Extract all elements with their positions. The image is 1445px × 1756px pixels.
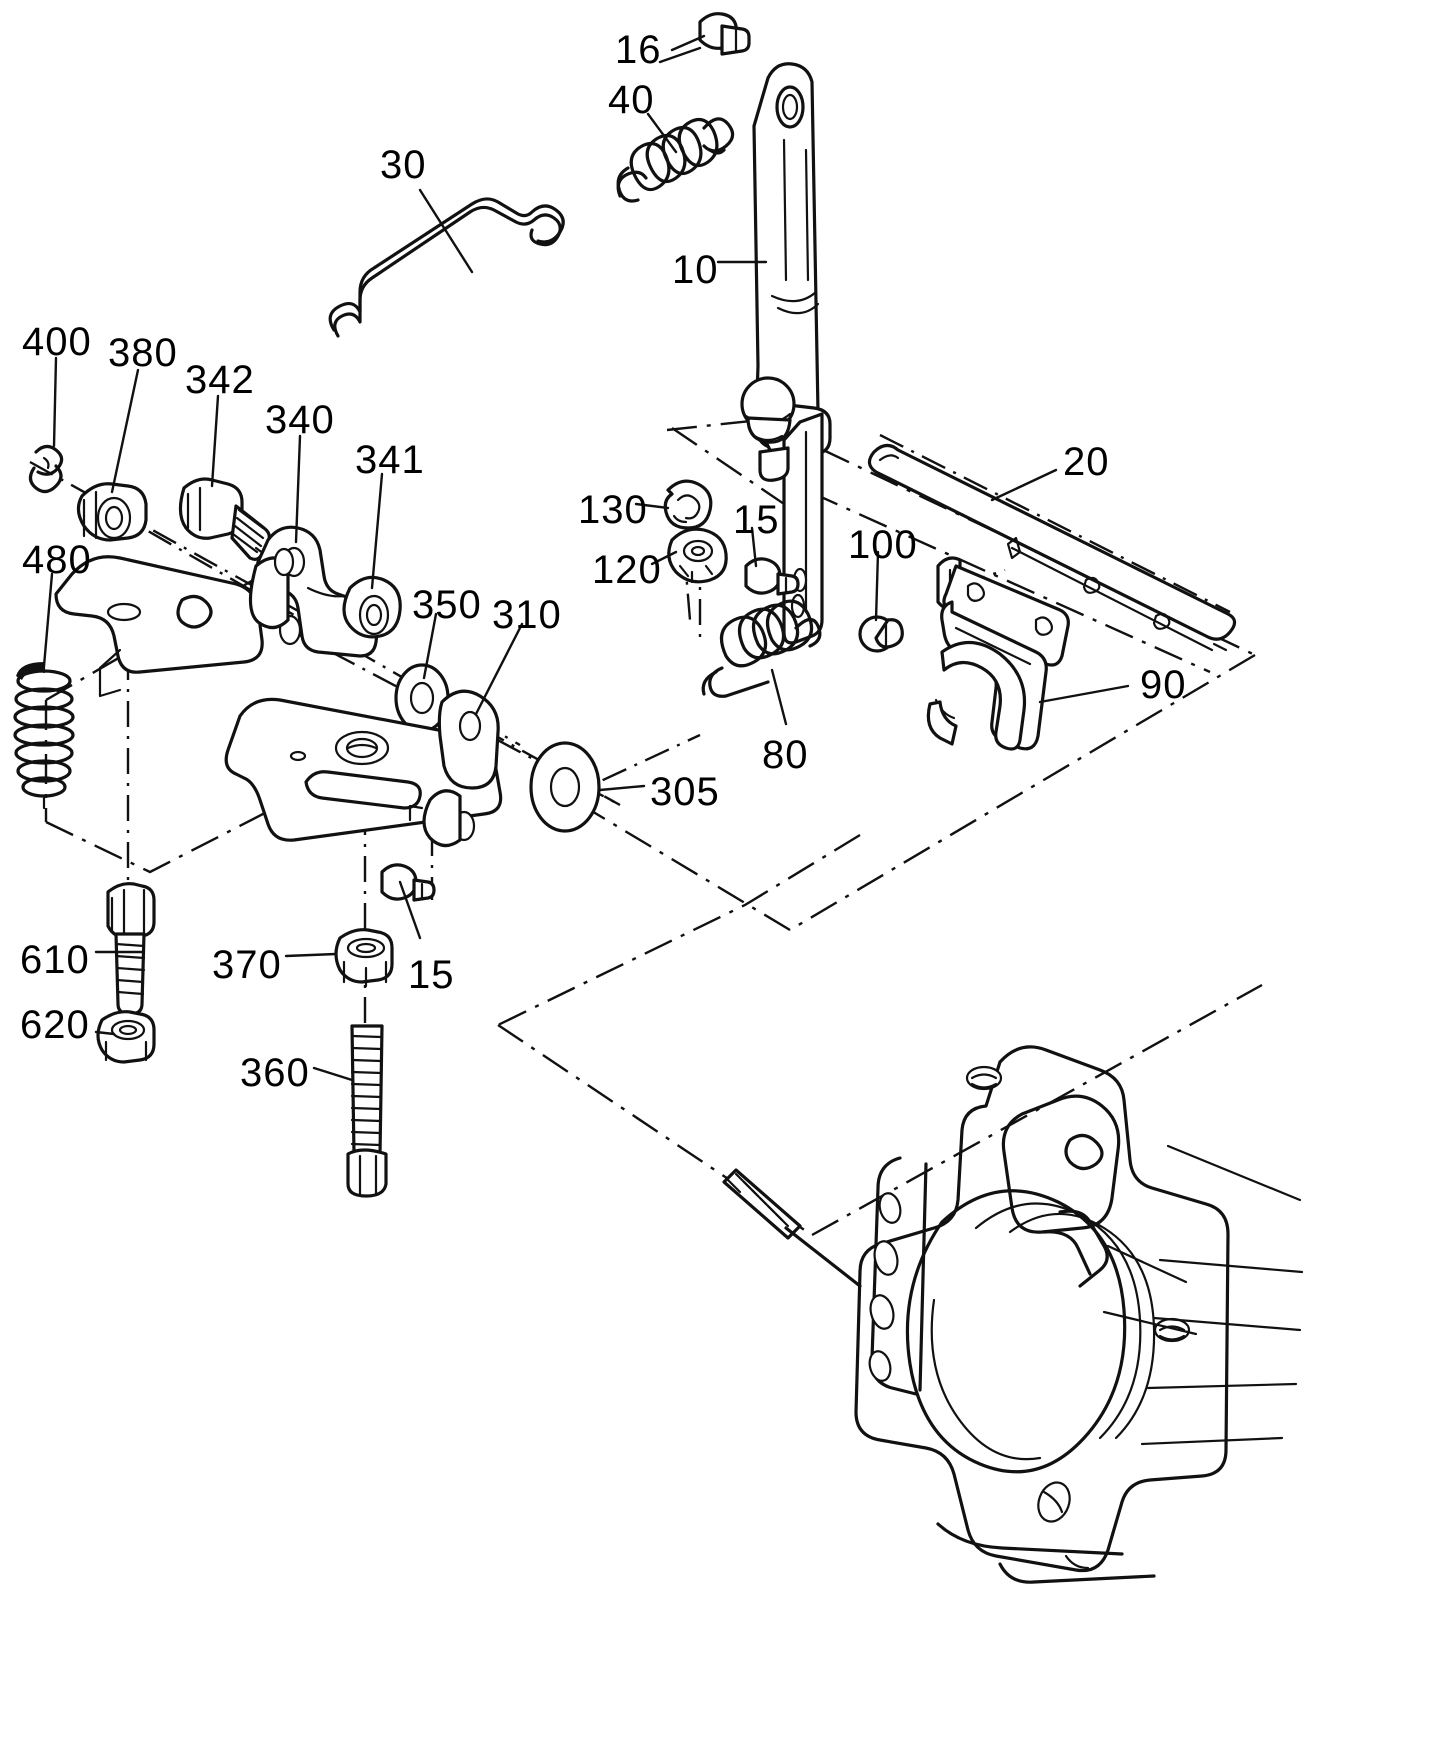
callout-15-upper: 15 bbox=[733, 498, 780, 542]
callout-40: 40 bbox=[608, 78, 655, 122]
callout-350: 350 bbox=[412, 583, 482, 627]
part-360-long-bolt bbox=[346, 1024, 388, 1198]
callout-100: 100 bbox=[848, 523, 918, 567]
part-20-shift-rail bbox=[867, 443, 1237, 652]
part-305-washer bbox=[529, 741, 601, 833]
part-90-shift-fork bbox=[926, 556, 1070, 751]
callout-480: 480 bbox=[22, 538, 92, 582]
part-620-nut bbox=[96, 1010, 156, 1064]
part-16-pivot-pin bbox=[698, 12, 751, 56]
callout-610: 610 bbox=[20, 938, 90, 982]
callout-620: 620 bbox=[20, 1003, 90, 1047]
callout-341: 341 bbox=[355, 438, 425, 482]
part-342-bolt bbox=[178, 477, 271, 561]
part-80-return-spring bbox=[701, 599, 822, 698]
part-100-ball-pin bbox=[858, 615, 904, 653]
callout-130: 130 bbox=[578, 488, 648, 532]
callout-370: 370 bbox=[212, 943, 282, 987]
callout-310: 310 bbox=[492, 593, 562, 637]
callout-10: 10 bbox=[672, 248, 719, 292]
part-341-bushing bbox=[342, 575, 402, 639]
part-400-retaining-clip bbox=[28, 444, 64, 494]
callout-120: 120 bbox=[592, 548, 662, 592]
callout-15-lower: 15 bbox=[408, 953, 455, 997]
callout-80: 80 bbox=[762, 733, 809, 777]
part-380-nut bbox=[76, 482, 148, 542]
leader-lines bbox=[42, 34, 1130, 1082]
part-40-tension-spring bbox=[616, 117, 735, 203]
part-130-snap-ring bbox=[663, 479, 713, 530]
part-30-wire-rod bbox=[328, 197, 565, 338]
callout-20: 20 bbox=[1063, 440, 1110, 484]
part-310-bracket-lower bbox=[224, 689, 503, 848]
callout-360: 360 bbox=[240, 1051, 310, 1095]
transmission-bellhousing bbox=[722, 1045, 1304, 1584]
part-15-grease-fitting-lower bbox=[380, 863, 436, 902]
callout-400: 400 bbox=[22, 320, 92, 364]
part-610-bolt bbox=[106, 882, 156, 1016]
part-310-bracket-upper bbox=[54, 547, 295, 698]
callout-342: 342 bbox=[185, 358, 255, 402]
callout-16: 16 bbox=[615, 28, 662, 72]
callout-305: 305 bbox=[650, 770, 720, 814]
callout-340: 340 bbox=[265, 398, 335, 442]
callout-90: 90 bbox=[1140, 663, 1187, 707]
callout-30: 30 bbox=[380, 143, 427, 187]
part-120-castle-nut bbox=[667, 527, 728, 584]
part-480-coil-spring bbox=[13, 662, 75, 810]
callout-380: 380 bbox=[108, 331, 178, 375]
part-15-grease-fitting-upper bbox=[744, 557, 800, 596]
part-370-nut bbox=[334, 928, 394, 988]
